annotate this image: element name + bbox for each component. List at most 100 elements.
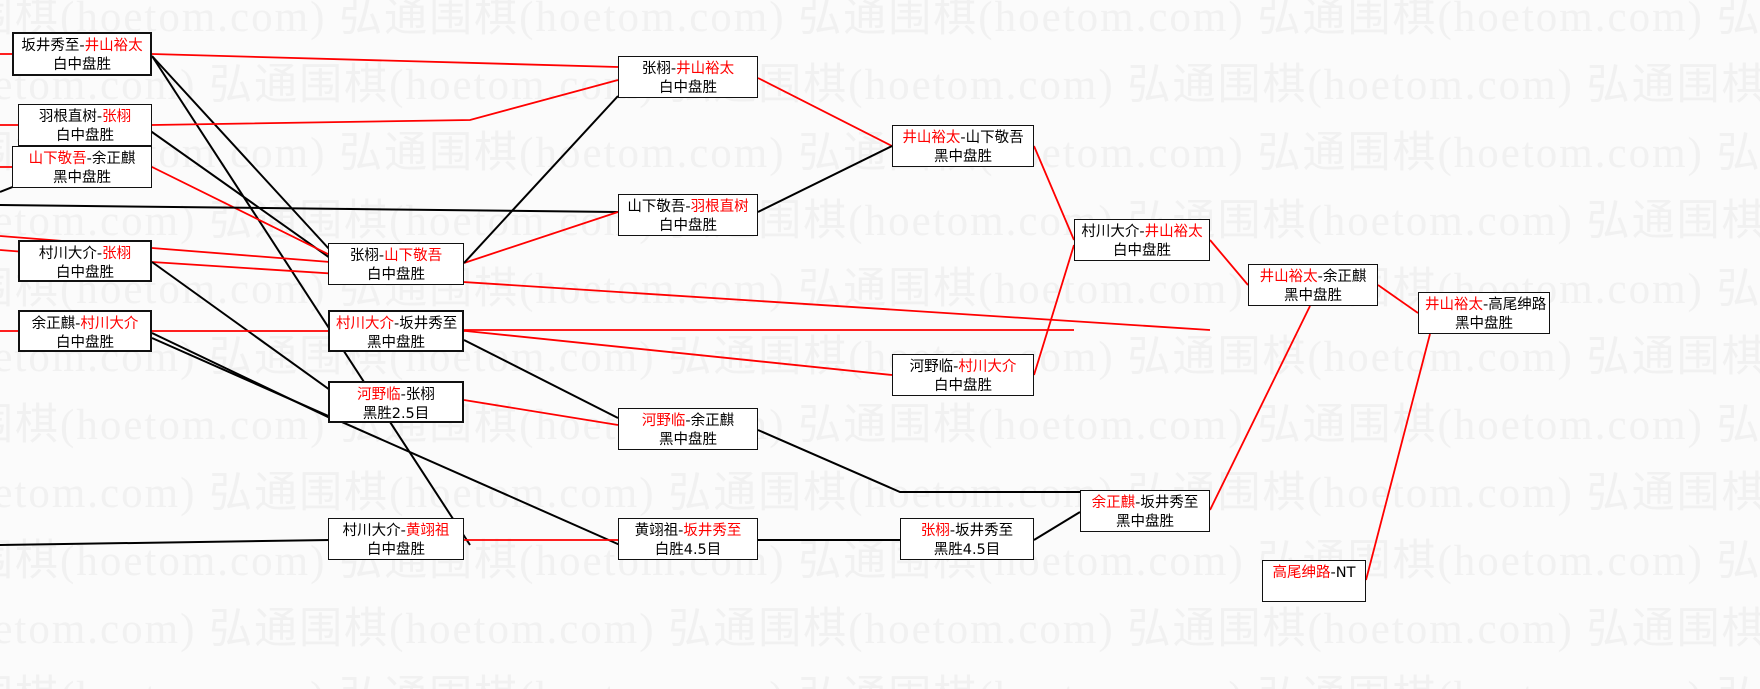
player-two: 坂井秀至	[955, 523, 1014, 539]
player-two: 坂井秀至	[683, 523, 742, 539]
match-node[interactable]: 高尾绅路-NT	[1262, 560, 1366, 602]
match-node[interactable]: 山下敬吾-羽根直树白中盘胜	[618, 194, 758, 236]
edge-r1m1-black-long	[151, 55, 471, 546]
match-node[interactable]: 井山裕太-山下敬吾黑中盘胜	[892, 125, 1034, 167]
match-pairing: 张栩-山下敬吾	[335, 247, 457, 266]
edge-r6m2-red	[1365, 333, 1431, 581]
player-two: 村川大介	[958, 359, 1017, 375]
player-two: 余正麒	[91, 151, 136, 167]
match-result: 黑胜2.5目	[362, 406, 430, 422]
match-result: 黑中盘胜	[1455, 316, 1513, 332]
edge-r4m2-red	[1033, 244, 1075, 376]
match-result: 黑中盘胜	[659, 432, 717, 448]
player-one: 张栩	[641, 61, 671, 77]
player-one: 河野临	[641, 413, 686, 429]
edge-r6m1-red	[1377, 284, 1419, 314]
edge-r1m3-black	[0, 204, 619, 213]
match-result: 白中盘胜	[367, 542, 425, 558]
match-result: 黑胜4.5目	[933, 542, 1001, 558]
edge-r3m3-black	[757, 429, 1080, 493]
player-two: 山下敬吾	[384, 248, 443, 264]
match-pairing: 黄翊祖-坂井秀至	[625, 522, 751, 541]
pairing-separator: -	[1135, 495, 1141, 511]
player-two: 张栩	[102, 246, 132, 262]
match-result: 黑中盘胜	[1284, 288, 1342, 304]
edge-r5m2-red	[1209, 305, 1311, 511]
pairing-separator: -	[685, 413, 691, 429]
match-node[interactable]: 张栩-井山裕太白中盘胜	[618, 56, 758, 98]
edge-r2m2-black	[463, 339, 619, 419]
player-two: 黄翊祖	[405, 523, 450, 539]
pairing-separator: -	[678, 523, 684, 539]
match-node[interactable]: 村川大介-井山裕太白中盘胜	[1074, 219, 1210, 261]
watermark-text: 弘通围棋(hoetom.com) 弘通围棋(hoetom.com) 弘通围棋(h…	[0, 660, 1760, 689]
player-two: 井山裕太	[676, 61, 735, 77]
player-one: 村川大介	[342, 523, 401, 539]
watermark-text: 弘通围棋(hoetom.com) 弘通围棋(hoetom.com) 弘通围棋(h…	[0, 130, 1760, 177]
edge-r1m1-black-down	[151, 55, 331, 251]
player-two: NT	[1335, 565, 1356, 581]
match-pairing: 山下敬吾-余正麒	[19, 150, 145, 169]
edge-r2m1-black	[463, 95, 619, 264]
match-result: 白中盘胜	[659, 218, 717, 234]
match-result: 黑中盘胜	[367, 335, 425, 351]
match-pairing: 井山裕太-高尾绅路	[1425, 296, 1546, 315]
watermark-text: 弘通围棋(hoetom.com) 弘通围棋(hoetom.com) 弘通围棋(h…	[0, 0, 1760, 41]
match-node[interactable]: 村川大介-坂井秀至黑中盘胜	[328, 310, 464, 352]
match-node[interactable]: 河野临-张栩黑胜2.5目	[328, 381, 464, 423]
player-two: 余正麒	[690, 413, 735, 429]
match-node[interactable]: 张栩-山下敬吾白中盘胜	[328, 243, 464, 285]
match-node[interactable]: 张栩-坂井秀至黑胜4.5目	[900, 518, 1034, 560]
match-node[interactable]: 井山裕太-高尾绅路黑中盘胜	[1418, 292, 1550, 334]
match-result: 白中盘胜	[56, 128, 114, 144]
player-two: 井山裕太	[1144, 224, 1203, 240]
match-node[interactable]: 村川大介-黄翊祖白中盘胜	[328, 518, 464, 560]
match-node[interactable]: 余正麒-坂井秀至黑中盘胜	[1080, 490, 1210, 532]
player-one: 高尾绅路	[1272, 565, 1331, 581]
match-pairing: 井山裕太-余正麒	[1255, 268, 1371, 287]
edge-r1m4-red-b	[0, 249, 1211, 331]
match-result: 白中盘胜	[1113, 243, 1171, 259]
match-pairing: 余正麒-坂井秀至	[1087, 494, 1203, 513]
match-node[interactable]: 余正麒-村川大介白中盘胜	[18, 310, 152, 352]
match-node[interactable]: 山下敬吾-余正麒黑中盘胜	[12, 146, 152, 188]
match-pairing: 井山裕太-山下敬吾	[899, 129, 1027, 148]
match-node[interactable]: 河野临-村川大介白中盘胜	[892, 354, 1034, 396]
watermark-text: 弘通围棋(hoetom.com) 弘通围棋(hoetom.com) 弘通围棋(h…	[0, 470, 1760, 517]
match-pairing: 村川大介-坂井秀至	[336, 315, 457, 334]
match-node[interactable]: 黄翊祖-坂井秀至白胜4.5目	[618, 518, 758, 560]
match-node[interactable]: 河野临-余正麒黑中盘胜	[618, 408, 758, 450]
match-pairing: 坂井秀至-井山裕太	[20, 37, 144, 56]
match-node[interactable]: 坂井秀至-井山裕太白中盘胜	[12, 32, 152, 76]
pairing-separator: -	[685, 199, 691, 215]
pairing-separator: -	[953, 359, 959, 375]
match-result: 白中盘胜	[659, 80, 717, 96]
edge-r4m3-black	[1033, 511, 1081, 541]
match-pairing: 张栩-井山裕太	[625, 60, 751, 79]
edge-r1m5-black-c	[0, 539, 331, 546]
player-two: 羽根直树	[690, 199, 749, 215]
edge-r2m1-red	[463, 211, 619, 264]
player-one: 井山裕太	[902, 130, 961, 146]
pairing-separator: -	[1139, 224, 1145, 240]
player-one: 黄翊祖	[634, 523, 679, 539]
match-result: 白胜4.5目	[654, 542, 722, 558]
player-one: 山下敬吾	[28, 151, 87, 167]
match-node[interactable]: 井山裕太-余正麒黑中盘胜	[1248, 264, 1378, 306]
match-pairing: 高尾绅路-NT	[1269, 564, 1359, 583]
match-node[interactable]: 羽根直树-张栩白中盘胜	[18, 104, 152, 146]
match-pairing: 村川大介-黄翊祖	[335, 522, 457, 541]
match-node[interactable]: 村川大介-张栩白中盘胜	[18, 240, 152, 282]
player-two: 井山裕太	[84, 38, 143, 54]
edge-r5m1-red	[1209, 239, 1249, 286]
watermark-text: 弘通围棋(hoetom.com) 弘通围棋(hoetom.com) 弘通围棋(h…	[0, 198, 1760, 245]
player-two: 坂井秀至	[1140, 495, 1199, 511]
match-pairing: 村川大介-井山裕太	[1081, 223, 1203, 242]
match-result: 白中盘胜	[53, 57, 111, 73]
match-pairing: 村川大介-张栩	[26, 245, 144, 264]
match-result: 白中盘胜	[934, 378, 992, 394]
player-one: 井山裕太	[1425, 297, 1483, 313]
watermark-text: 弘通围棋(hoetom.com) 弘通围棋(hoetom.com) 弘通围棋(h…	[0, 402, 1760, 449]
watermark-text: 弘通围棋(hoetom.com) 弘通围棋(hoetom.com) 弘通围棋(h…	[0, 62, 1760, 109]
